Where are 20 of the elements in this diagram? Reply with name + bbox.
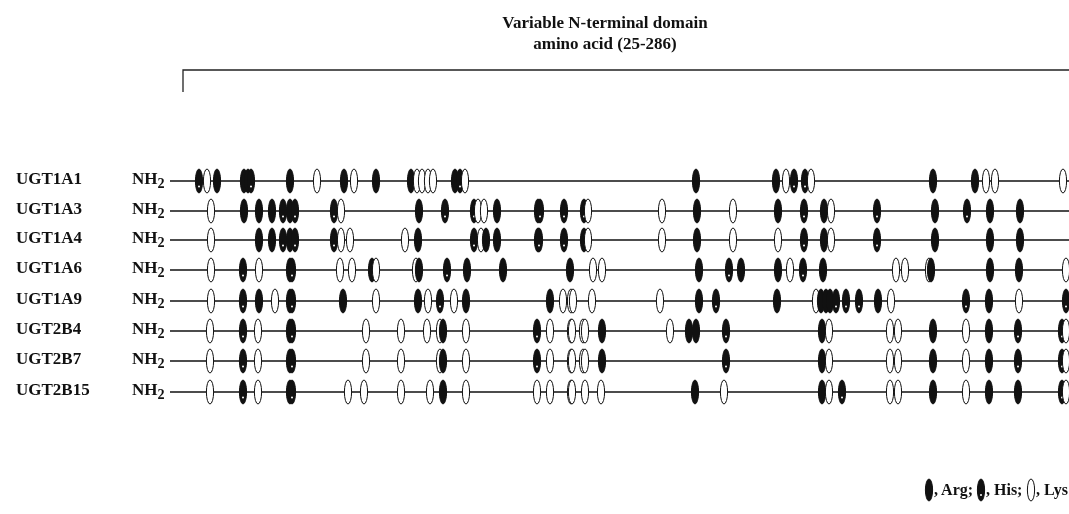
- title: Variable N-terminal domain amino acid (25-286): [501, 12, 709, 54]
- terminus-label: NH$_{2}$: [132, 289, 165, 314]
- legend-label: , Lys: [1036, 480, 1068, 500]
- isoform-name: UGT2B7: [16, 349, 82, 369]
- legend-label: , His;: [986, 480, 1023, 500]
- isoform-name: UGT1A4: [16, 228, 83, 248]
- terminus-label: NH$_{2}$: [132, 169, 165, 194]
- terminus-label: NH$_{2}$: [132, 228, 165, 253]
- terminus-label: NH$_{2}$: [132, 258, 165, 283]
- terminus-label: NH$_{2}$: [132, 380, 165, 405]
- legend-label: , Arg;: [934, 480, 974, 500]
- isoform-name: UGT1A3: [16, 199, 83, 219]
- isoform-name: UGT2B4: [16, 319, 82, 339]
- isoform-name: UGT2B15: [16, 380, 90, 400]
- isoform-name: UGT1A1: [16, 169, 83, 189]
- isoform-name: UGT1A6: [16, 258, 83, 278]
- terminus-label: NH$_{2}$: [132, 199, 165, 224]
- terminus-label: NH$_{2}$: [132, 349, 165, 374]
- terminus-label: NH$_{2}$: [132, 319, 165, 344]
- isoform-name: UGT1A9: [16, 289, 83, 309]
